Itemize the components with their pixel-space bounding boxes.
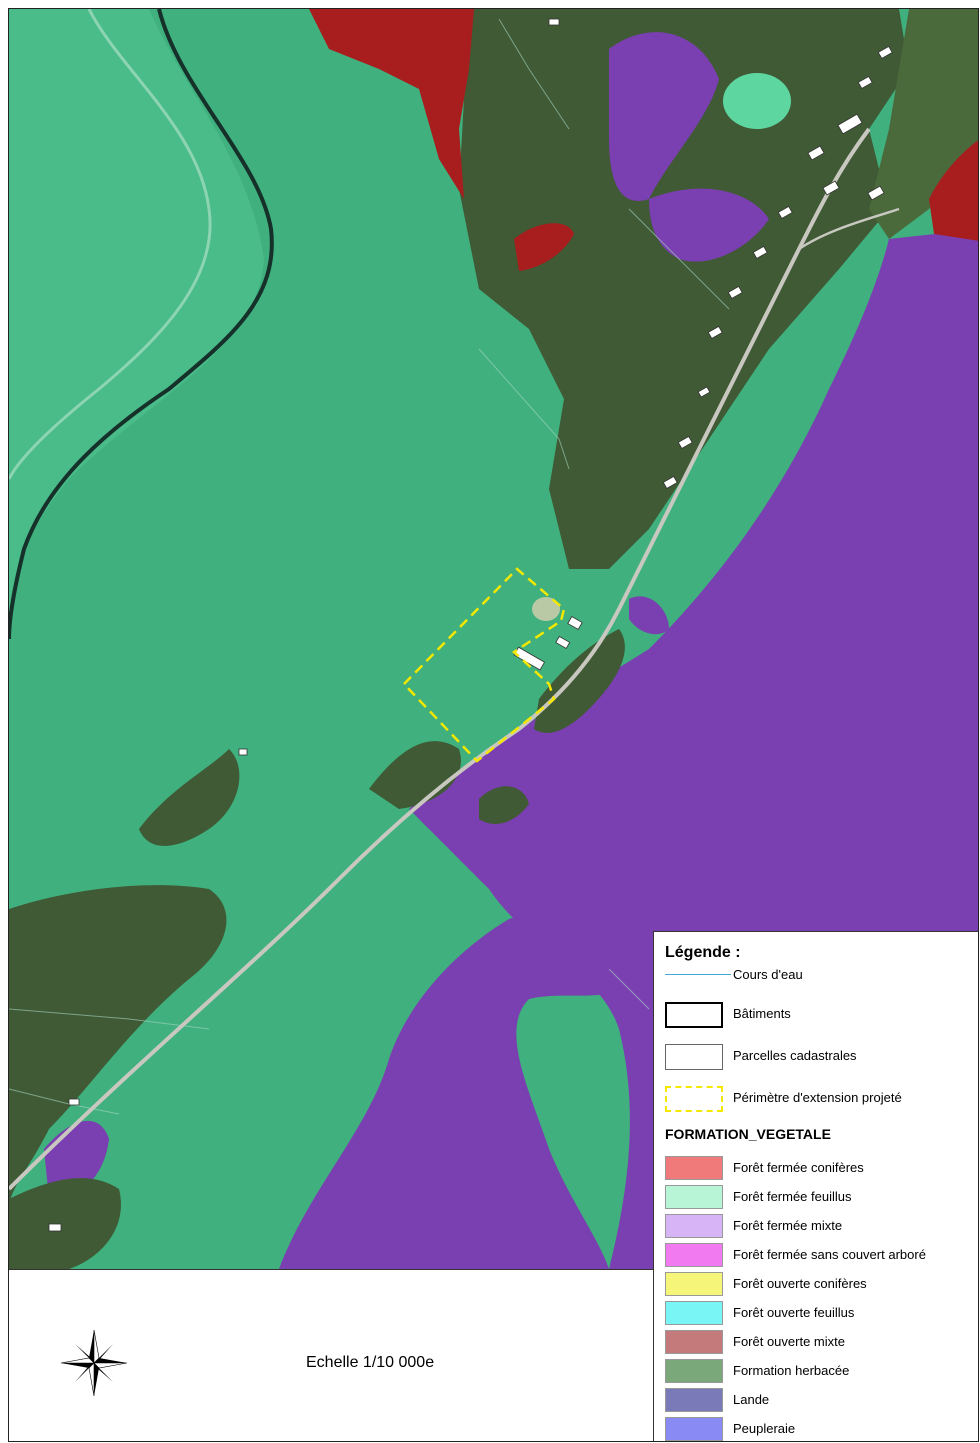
formation-swatch bbox=[665, 1243, 723, 1267]
legend-formation: Forêt ouverte conifères bbox=[665, 1272, 975, 1298]
legend-label: Cours d'eau bbox=[733, 967, 803, 982]
formation-swatch bbox=[665, 1417, 723, 1441]
legend-formation: Formation herbacée bbox=[665, 1359, 975, 1385]
river-side-road bbox=[9, 9, 212, 480]
zone-herbacee-center bbox=[139, 749, 240, 846]
river bbox=[9, 9, 274, 640]
legend-formation: Forêt fermée mixte bbox=[665, 1214, 975, 1240]
legend-item-parcelles: Parcelles cadastrales bbox=[665, 1044, 975, 1070]
zone-conifere-small bbox=[514, 223, 574, 271]
main-road bbox=[9, 127, 871, 1191]
legend-formation: Lande bbox=[665, 1388, 975, 1414]
water-line-symbol bbox=[665, 970, 731, 994]
parcel-symbol bbox=[665, 1044, 723, 1070]
legend-label: Formation herbacée bbox=[733, 1363, 850, 1378]
legend-formation: Forêt fermée feuillus bbox=[665, 1185, 975, 1211]
formation-section-title: FORMATION_VEGETALE bbox=[665, 1126, 831, 1142]
zone-conifere-north bbox=[309, 9, 474, 199]
legend-formation: Peupleraie bbox=[665, 1417, 975, 1441]
zone-herbacee-along-road bbox=[534, 629, 625, 733]
map-footer: Echelle 1/10 000e bbox=[9, 1269, 653, 1441]
scale-label: Echelle 1/10 000e bbox=[306, 1354, 435, 1371]
zone-herbacee-sw bbox=[9, 885, 227, 1209]
legend-label: Forêt ouverte mixte bbox=[733, 1334, 845, 1349]
extension-perimeter bbox=[402, 567, 566, 763]
legend-formation: Forêt ouverte mixte bbox=[665, 1330, 975, 1356]
formation-swatch bbox=[665, 1301, 723, 1325]
zone-herbacee-clearing bbox=[369, 741, 461, 809]
zone-conifere-east bbox=[929, 140, 978, 241]
legend-item-perimetre: Périmètre d'extension projeté bbox=[665, 1086, 975, 1112]
zone-herbacee-sw2 bbox=[9, 1178, 121, 1269]
legend-label: Forêt ouverte feuillus bbox=[733, 1305, 855, 1320]
zone-mixte-south bbox=[279, 912, 629, 1269]
legend-formation: Forêt ouverte feuillus bbox=[665, 1301, 975, 1327]
site-buildings bbox=[513, 615, 583, 671]
legend-label: Périmètre d'extension projeté bbox=[733, 1090, 902, 1105]
extension-symbol bbox=[665, 1086, 723, 1112]
zone-herbacee-east bbox=[869, 9, 978, 239]
legend-item-batiments: Bâtiments bbox=[665, 1002, 975, 1028]
map-frame: Echelle 1/10 000e Légende : Cours d'eau … bbox=[8, 8, 979, 1442]
formation-swatch bbox=[665, 1156, 723, 1180]
legend-label: Bâtiments bbox=[733, 1006, 791, 1021]
legend-formation: Forêt fermée sans couvert arboré bbox=[665, 1243, 975, 1269]
formation-swatch bbox=[665, 1185, 723, 1209]
zone-herbacee-road bbox=[479, 786, 529, 824]
legend-label: Forêt fermée conifères bbox=[733, 1160, 864, 1175]
legend-title: Légende : bbox=[665, 944, 741, 961]
site-clearing bbox=[532, 597, 560, 621]
legend-item-cours-eau: Cours d'eau bbox=[665, 967, 975, 996]
formation-swatch bbox=[665, 1359, 723, 1383]
legend-label: Forêt fermée feuillus bbox=[733, 1189, 852, 1204]
zone-mixte-road bbox=[629, 596, 669, 635]
zone-mixte-north-2 bbox=[649, 188, 769, 262]
formation-swatch bbox=[665, 1388, 723, 1412]
zone-herbacee-north bbox=[459, 9, 909, 569]
legend-label: Parcelles cadastrales bbox=[733, 1048, 857, 1063]
north-arrow-icon bbox=[61, 1330, 127, 1396]
legend-label: Lande bbox=[733, 1392, 770, 1407]
map-canvas[interactable] bbox=[9, 9, 978, 1269]
legend-label: Forêt fermée sans couvert arboré bbox=[733, 1247, 926, 1262]
village-buildings bbox=[48, 18, 893, 1232]
formation-swatch bbox=[665, 1214, 723, 1238]
legend-label: Forêt fermée mixte bbox=[733, 1218, 843, 1233]
formation-swatch bbox=[665, 1272, 723, 1296]
zone-feuillus-light bbox=[9, 9, 264, 629]
zone-mixte-east bbox=[409, 229, 978, 1269]
zone-mixte-north-1 bbox=[609, 32, 719, 201]
legend-label: Forêt ouverte conifères bbox=[733, 1276, 867, 1291]
zone-feuillus-patch bbox=[723, 73, 791, 129]
legend-formation: Forêt fermée conifères bbox=[665, 1156, 975, 1182]
legend-label: Peupleraie bbox=[733, 1421, 796, 1436]
formation-swatch bbox=[665, 1330, 723, 1354]
building-symbol bbox=[665, 1002, 723, 1028]
legend-panel: Légende : Cours d'eau Bâtiments Parcelle… bbox=[653, 931, 978, 1441]
side-road bbox=[798, 207, 900, 251]
